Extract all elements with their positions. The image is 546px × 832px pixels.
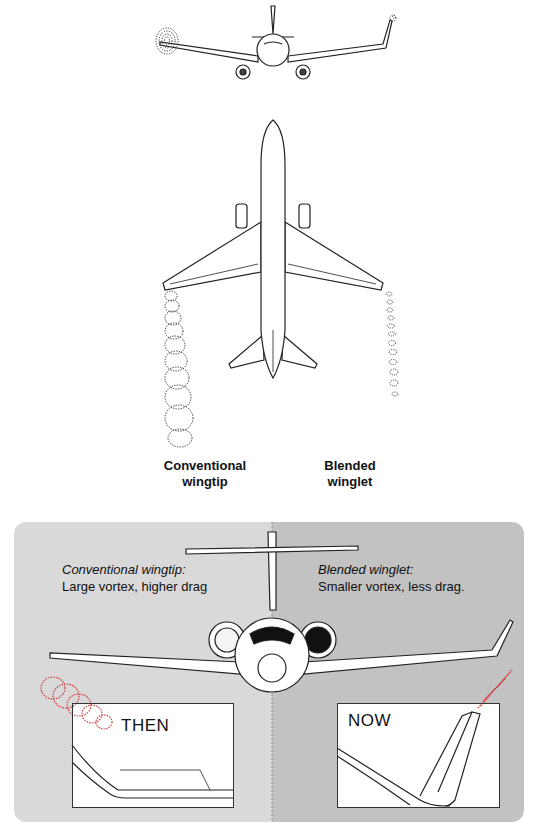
- inset-title: NOW: [348, 711, 391, 731]
- panel-note: Smaller vortex, less drag.: [318, 579, 514, 595]
- panel-heading: Conventional wingtip:: [62, 562, 262, 578]
- panel-note: Large vortex, higher drag: [62, 579, 262, 595]
- inset-box: NOW: [337, 703, 500, 808]
- panel-heading: Blended winglet:: [318, 562, 514, 578]
- winglet-caption: Blended winglet: [310, 458, 390, 490]
- inset-title: THEN: [121, 716, 169, 736]
- inset-box: THEN: [72, 703, 234, 808]
- wingtip-caption: Conventional wingtip: [150, 458, 260, 490]
